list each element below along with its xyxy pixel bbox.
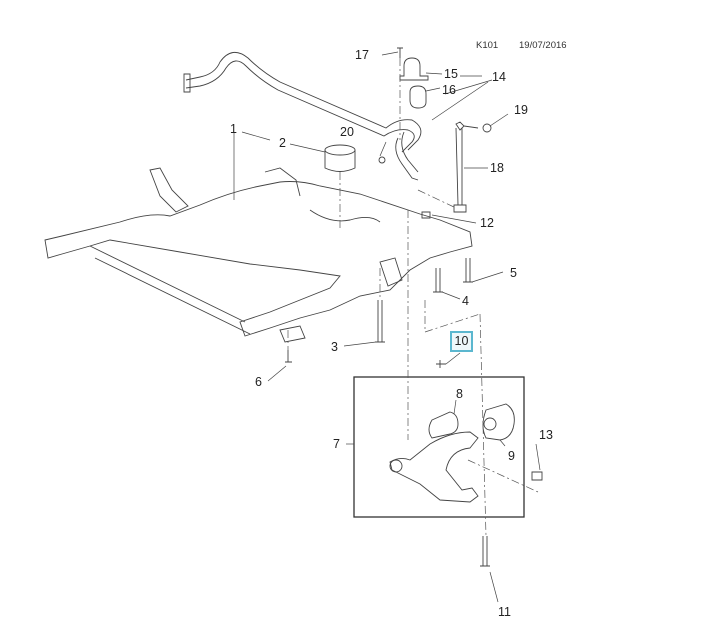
diagram-date: 19/07/2016 (519, 40, 567, 51)
stabilizer-link (453, 121, 492, 213)
bushing-9 (482, 403, 515, 441)
callout-6[interactable]: 6 (255, 375, 262, 389)
callout-3[interactable]: 3 (331, 340, 338, 354)
nut-12 (421, 211, 431, 219)
stabilizer-bar (183, 52, 422, 181)
bolt-11 (480, 536, 490, 567)
callout-7[interactable]: 7 (333, 437, 340, 451)
bolt-5 (463, 258, 473, 283)
diagram-code: K101 (476, 40, 499, 51)
bushing-2 (324, 144, 356, 172)
subframe (44, 167, 473, 343)
nut-13 (531, 471, 543, 481)
callout-9[interactable]: 9 (508, 449, 515, 463)
callout-19[interactable]: 19 (514, 103, 528, 117)
callout-1[interactable]: 1 (230, 122, 237, 136)
bolt-10 (436, 360, 446, 368)
bolt-17 (397, 47, 403, 58)
callout-13[interactable]: 13 (539, 428, 553, 442)
callout-4[interactable]: 4 (462, 294, 469, 308)
leader-lines (233, 51, 541, 603)
lower-control-arm (389, 431, 479, 503)
callout-8[interactable]: 8 (456, 387, 463, 401)
control-arm-detail-box (353, 376, 525, 518)
stabilizer-bushing (409, 85, 427, 109)
callout-5[interactable]: 5 (510, 266, 517, 280)
nut-20 (378, 156, 386, 164)
bolt-3 (375, 300, 385, 343)
callout-20[interactable]: 20 (340, 125, 354, 139)
bushing-8 (428, 411, 459, 439)
bolt-4 (433, 268, 443, 293)
callout-15[interactable]: 15 (444, 67, 458, 81)
callout-14[interactable]: 14 (492, 70, 506, 84)
callout-11[interactable]: 11 (498, 605, 511, 619)
callout-16[interactable]: 16 (442, 83, 456, 97)
callout-10-highlighted[interactable]: 10 (450, 331, 473, 352)
callout-2[interactable]: 2 (279, 136, 286, 150)
callout-12[interactable]: 12 (480, 216, 494, 230)
stabilizer-clamp (399, 57, 429, 81)
callout-17[interactable]: 17 (355, 48, 369, 62)
bolt-6 (285, 350, 292, 363)
assembly-lines (287, 58, 539, 537)
callout-18[interactable]: 18 (490, 161, 504, 175)
